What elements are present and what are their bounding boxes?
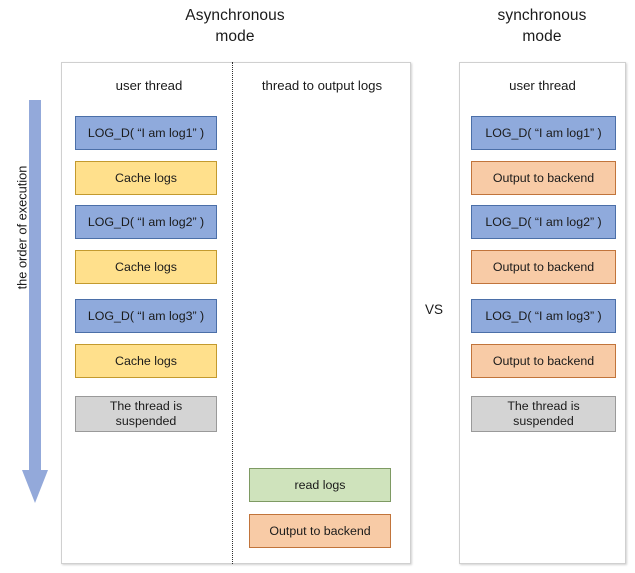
thread-divider-dotted-line <box>232 62 233 564</box>
sync-mode-title: synchronous mode <box>497 7 587 45</box>
arrow-shaft-icon <box>29 100 41 472</box>
async-user-thread-step-6: Cache logs <box>75 344 217 378</box>
sync-user-thread-step-2: Output to backend <box>471 161 616 195</box>
sync-user-thread-step-6: Output to backend <box>471 344 616 378</box>
async-user-thread-header: user thread <box>115 78 183 93</box>
async-user-thread-step-1: LOG_D( “I am log1” ) <box>75 116 217 150</box>
async-mode-title: Asynchronous mode <box>185 7 285 45</box>
sync-user-thread-step-4: Output to backend <box>471 250 616 284</box>
sync-user-thread-header: user thread <box>509 78 576 93</box>
async-output-logs-thread-header: thread to output logs <box>261 78 383 93</box>
async-user-thread-step-5: LOG_D( “I am log3” ) <box>75 299 217 333</box>
arrow-head-icon <box>22 470 48 503</box>
async-logger-thread-step-1: read logs <box>249 468 391 502</box>
async-user-thread-step-4: Cache logs <box>75 250 217 284</box>
order-of-execution-arrow <box>22 100 48 503</box>
sync-user-thread-step-1: LOG_D( “I am log1” ) <box>471 116 616 150</box>
vs-label: VS <box>424 302 443 317</box>
order-of-execution-label: the order of execution <box>14 165 30 290</box>
sync-user-thread-step-5: LOG_D( “I am log3” ) <box>471 299 616 333</box>
async-user-thread-step-7: The thread is suspended <box>75 396 217 432</box>
async-user-thread-step-3: LOG_D( “I am log2” ) <box>75 205 217 239</box>
sync-user-thread-step-7: The thread is suspended <box>471 396 616 432</box>
sync-user-thread-step-3: LOG_D( “I am log2” ) <box>471 205 616 239</box>
async-logger-thread-step-2: Output to backend <box>249 514 391 548</box>
async-user-thread-step-2: Cache logs <box>75 161 217 195</box>
